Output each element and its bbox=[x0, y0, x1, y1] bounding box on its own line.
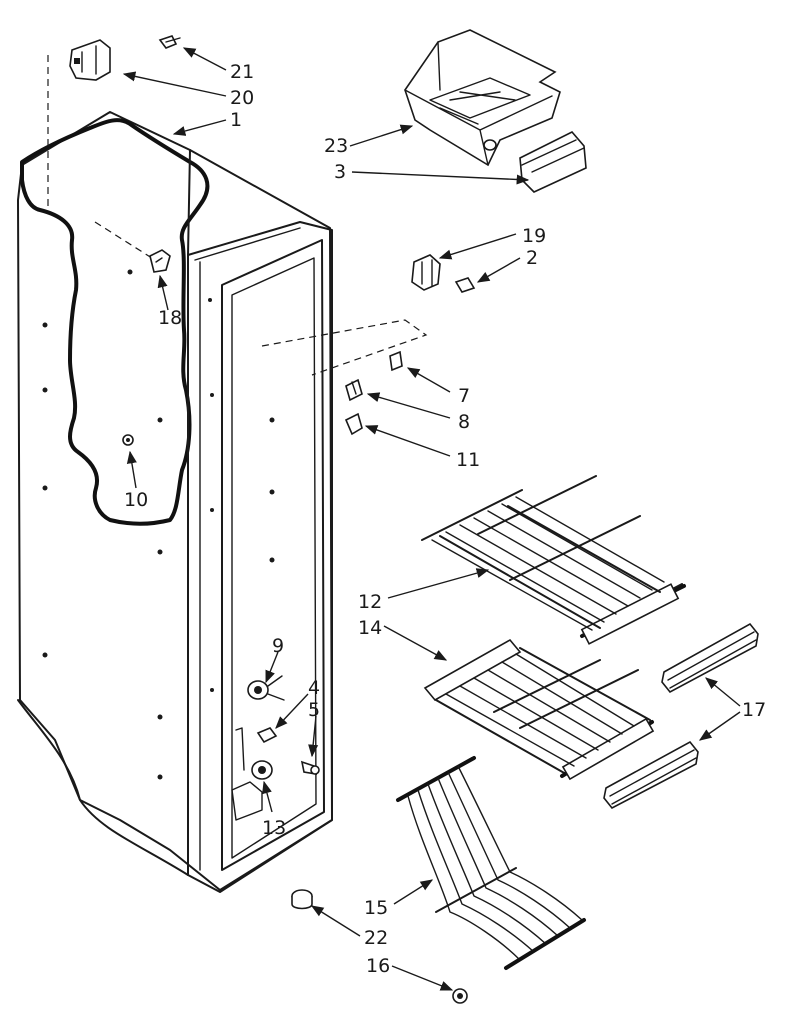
pin-part-10 bbox=[122, 434, 134, 446]
bracket-part-20 bbox=[69, 39, 111, 81]
callout-9: 9 bbox=[272, 635, 284, 657]
cap-part-22 bbox=[291, 889, 313, 910]
callout-5: 5 bbox=[308, 699, 320, 721]
shelf-support-part-18-upper bbox=[661, 622, 759, 694]
callout-3: 3 bbox=[334, 161, 346, 183]
clip-part-8 bbox=[345, 378, 363, 402]
callout-21: 21 bbox=[230, 61, 254, 83]
shelf-support-part-18-lower bbox=[603, 740, 699, 810]
screw-part-2 bbox=[454, 277, 476, 293]
callout-labels: 21 20 1 23 3 19 2 18 7 8 11 10 12 14 9 4… bbox=[124, 61, 766, 977]
callout-20: 20 bbox=[230, 87, 254, 109]
callout-13: 13 bbox=[262, 817, 286, 839]
clip-part-19 bbox=[411, 254, 441, 291]
cap-part-16 bbox=[452, 988, 468, 1004]
handle-part-3 bbox=[519, 131, 587, 193]
damper-part-13 bbox=[251, 760, 273, 780]
damper-part-9 bbox=[247, 675, 285, 701]
wire-shelf-part-12 bbox=[421, 475, 686, 645]
ice-bin-part-23 bbox=[404, 29, 561, 167]
callout-15: 15 bbox=[364, 897, 388, 919]
clip-part-7 bbox=[389, 350, 403, 372]
bracket-part-4 bbox=[256, 727, 278, 744]
mounting-holes bbox=[42, 269, 275, 780]
callout-22: 22 bbox=[364, 927, 388, 949]
callout-17: 18 bbox=[158, 307, 182, 329]
callout-19: 19 bbox=[522, 225, 546, 247]
callout-10: 10 bbox=[124, 489, 148, 511]
callout-11: 11 bbox=[456, 449, 480, 471]
callout-23: 23 bbox=[324, 135, 348, 157]
callout-4: 4 bbox=[308, 677, 320, 699]
leader-lines bbox=[122, 47, 741, 991]
callout-14: 14 bbox=[358, 617, 382, 639]
wire-shelf-part-14 bbox=[423, 638, 655, 781]
freezer-liner bbox=[17, 111, 333, 893]
callout-18: 17 bbox=[742, 699, 766, 721]
guide-line-17 bbox=[94, 221, 156, 261]
wire-rack-part-15 bbox=[396, 756, 586, 970]
callout-12: 12 bbox=[358, 591, 382, 613]
screw-part-5 bbox=[300, 760, 320, 775]
screw-part-21 bbox=[158, 35, 181, 49]
callout-2: 2 bbox=[526, 247, 538, 269]
callout-16: 16 bbox=[366, 955, 390, 977]
clip-part-17 bbox=[149, 249, 171, 273]
callout-1: 1 bbox=[230, 109, 242, 131]
clip-part-11 bbox=[344, 412, 363, 436]
callout-7: 7 bbox=[458, 385, 470, 407]
callout-8: 8 bbox=[458, 411, 470, 433]
guide-line-7 bbox=[261, 319, 428, 376]
